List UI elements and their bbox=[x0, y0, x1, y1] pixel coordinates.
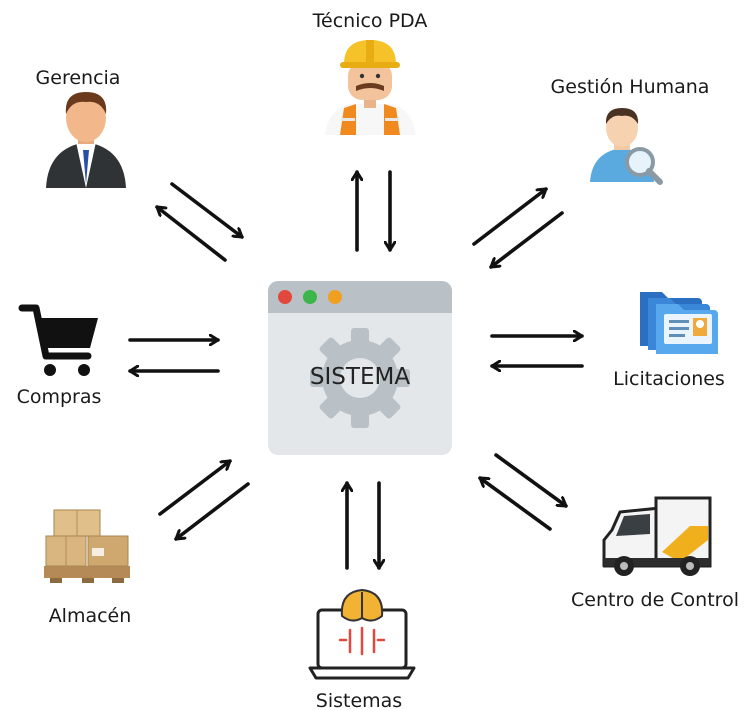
arrow-centro-to-sistema bbox=[478, 476, 552, 531]
arrows-sistemas bbox=[347, 481, 379, 570]
arrow-sistema-to-almacen bbox=[174, 482, 250, 541]
gestion-humana-label: Gestión Humana bbox=[551, 76, 710, 98]
arrow-sistema-to-gestion bbox=[472, 187, 548, 246]
arrows-almacen bbox=[158, 459, 250, 541]
arrows-tecnico bbox=[357, 170, 390, 252]
arrow-sistema-to-gerencia bbox=[155, 205, 227, 262]
tecnico-pda-label: Técnico PDA bbox=[312, 10, 428, 32]
arrow-gerencia-to-sistema bbox=[170, 182, 244, 239]
sistemas-label: Sistemas bbox=[316, 690, 402, 710]
almacen-icon bbox=[44, 509, 130, 583]
centro-de-control-icon bbox=[602, 496, 712, 576]
sistema-label: SISTEMA bbox=[310, 364, 410, 390]
gerencia-icon bbox=[46, 92, 126, 188]
licitaciones-label: Licitaciones bbox=[613, 368, 725, 390]
gear-icon bbox=[310, 328, 410, 428]
arrows-gerencia bbox=[155, 182, 244, 262]
almacen-label: Almacén bbox=[49, 605, 132, 627]
centro-de-control-label: Centro de Control bbox=[571, 589, 739, 611]
arrow-sistema-to-centro bbox=[494, 453, 568, 508]
arrows-centro-de-control bbox=[478, 453, 568, 531]
gestion-humana-icon bbox=[590, 108, 663, 185]
arrow-gestion-to-sistema bbox=[489, 211, 564, 269]
compras-label: Compras bbox=[17, 386, 102, 408]
window-dot-green bbox=[303, 290, 317, 304]
tecnico-pda-icon bbox=[325, 40, 416, 135]
window-dot-red bbox=[278, 290, 292, 304]
licitaciones-icon bbox=[640, 292, 718, 354]
compras-icon bbox=[18, 304, 98, 376]
window-dot-orange bbox=[328, 290, 342, 304]
sistema-window: SISTEMA bbox=[268, 281, 452, 455]
gerencia-label: Gerencia bbox=[36, 67, 121, 89]
arrow-almacen-to-sistema bbox=[158, 459, 232, 516]
arrows-compras bbox=[128, 340, 220, 371]
arrows-gestion-humana bbox=[472, 187, 564, 269]
sistemas-icon bbox=[308, 588, 416, 680]
arrows-licitaciones bbox=[490, 336, 584, 366]
